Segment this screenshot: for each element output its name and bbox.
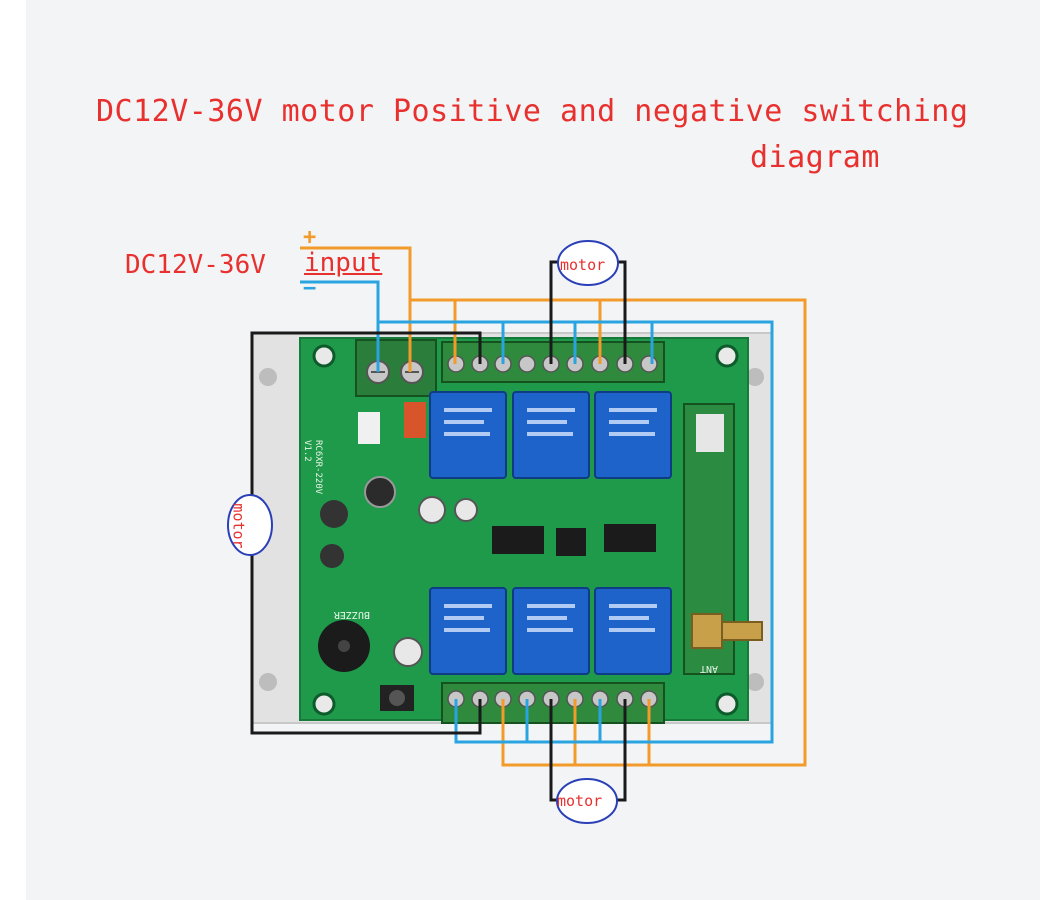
plate-hole bbox=[259, 673, 277, 691]
diagram-title-line2: diagram bbox=[750, 140, 880, 175]
plate-hole bbox=[259, 368, 277, 386]
fuse bbox=[404, 402, 426, 438]
motor-bottom-symbol bbox=[556, 778, 618, 824]
motor-left-label: motor bbox=[229, 503, 248, 549]
board-mount-holes bbox=[312, 344, 739, 716]
board-version-label: V1.2 bbox=[302, 440, 312, 462]
antenna-label: ANT bbox=[700, 663, 718, 674]
power-terminal-block bbox=[355, 339, 437, 397]
resistor bbox=[358, 412, 380, 444]
negative-wires bbox=[300, 280, 774, 744]
bottom-terminal-block bbox=[441, 682, 665, 724]
motor-top-label: motor bbox=[560, 256, 606, 274]
negative-marker: − bbox=[303, 276, 317, 301]
chips bbox=[492, 524, 656, 556]
top-terminal-block bbox=[441, 341, 665, 383]
board-model-label: RC6XR-220V bbox=[313, 440, 323, 495]
input-label: input bbox=[304, 248, 383, 278]
relay-row-top bbox=[429, 391, 672, 479]
relay-row-bottom bbox=[429, 587, 672, 675]
plate-hole bbox=[746, 673, 764, 691]
rf-crystal bbox=[696, 414, 724, 452]
motor-top-symbol bbox=[557, 240, 619, 286]
motor-bottom-label: motor bbox=[557, 792, 603, 810]
motor-left-symbol bbox=[227, 494, 273, 556]
diagram-title-line1: DC12V-36V motor Positive and negative sw… bbox=[96, 94, 969, 129]
capacitors bbox=[320, 476, 478, 667]
push-button-cap bbox=[389, 690, 405, 706]
positive-marker: + bbox=[303, 225, 317, 250]
input-voltage-label: DC12V-36V bbox=[125, 250, 266, 280]
antenna-connector bbox=[691, 613, 763, 649]
buzzer bbox=[318, 620, 370, 672]
left-margin-strip bbox=[0, 0, 26, 900]
plate-hole bbox=[746, 368, 764, 386]
buzzer-label: BUZZER bbox=[333, 609, 370, 620]
